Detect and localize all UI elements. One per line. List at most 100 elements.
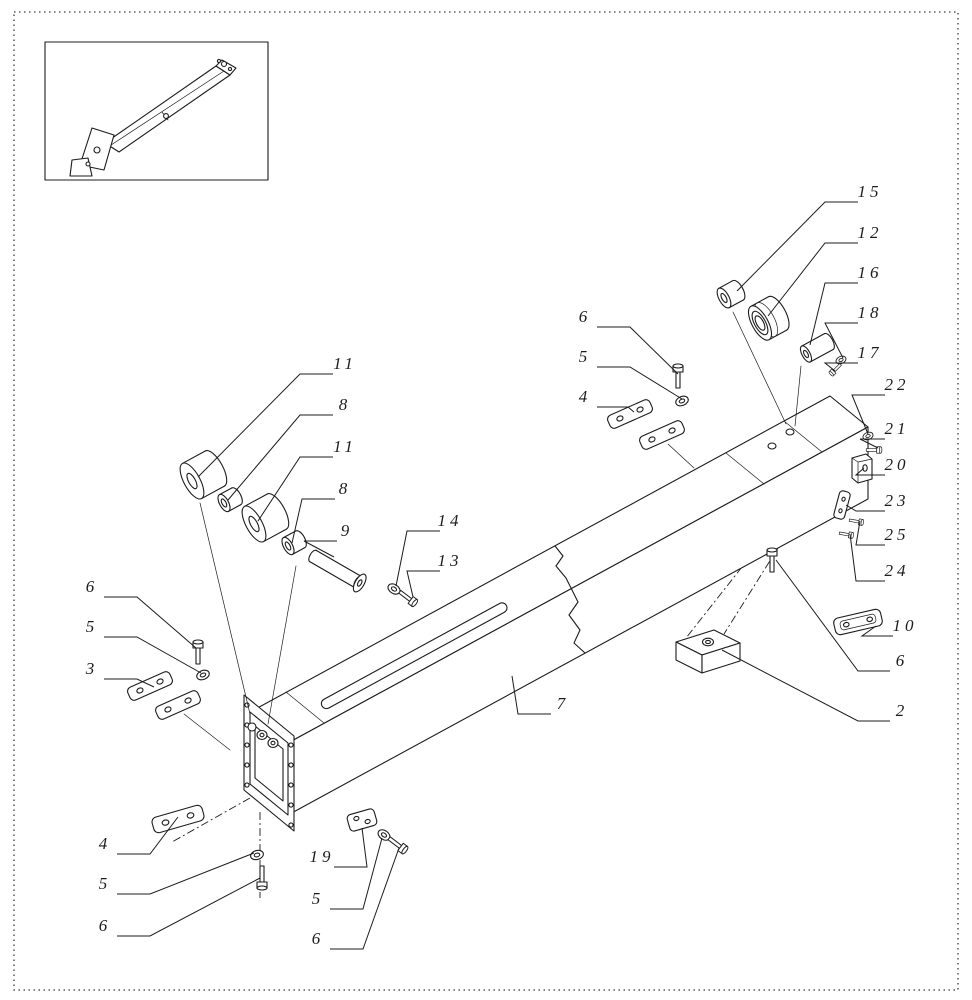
callout-number: 8: [339, 479, 352, 498]
callout-3-26: 3: [85, 659, 155, 688]
callout-6-12: 6: [775, 559, 909, 672]
callout-number: 5: [579, 347, 592, 366]
thumbnail-box: [44, 41, 269, 181]
callout-4-27: 4: [99, 816, 179, 855]
bolt-24: [838, 529, 855, 539]
head-bolt-hole: [767, 442, 777, 450]
callout-15-0: 15: [736, 182, 883, 292]
callout-leader-line: [845, 504, 885, 512]
callout-23-8: 23: [845, 491, 910, 512]
callout-leader-line: [597, 406, 635, 413]
pin-9: [304, 545, 370, 595]
callout-leader-line: [330, 847, 400, 950]
callout-leader-line: [197, 373, 333, 478]
bolt-17: [828, 361, 844, 377]
callout-leader-line: [855, 520, 885, 546]
bracket-20: [851, 453, 873, 484]
callout-10-11: 10: [860, 616, 918, 637]
pad-3-b: [153, 688, 203, 722]
bushing-8-upper: [214, 485, 246, 515]
callout-number: 4: [99, 834, 112, 853]
roller-12: [743, 292, 795, 345]
callout-number: 25: [885, 525, 910, 544]
callout-number: 5: [86, 617, 99, 636]
top-slot: [320, 602, 508, 710]
callout-8-20: 8: [291, 479, 352, 544]
callout-9-21: 9: [303, 521, 354, 558]
callout-leader-line: [104, 678, 155, 688]
callout-number: 6: [86, 577, 99, 596]
callout-14-22: 14: [395, 511, 463, 587]
callout-number: 5: [312, 889, 325, 908]
callout-number: 23: [885, 491, 910, 510]
head-roller-set: [713, 277, 848, 427]
callout-5-31: 5: [312, 837, 383, 910]
callout-number: 10: [893, 616, 918, 635]
callout-number: 22: [885, 375, 910, 394]
bolt-6-bottom-left: [256, 865, 268, 891]
callout-leader-line: [775, 559, 890, 672]
callout-24-10: 24: [849, 533, 910, 582]
callout-13-23: 13: [406, 551, 463, 598]
callout-leader-line: [597, 366, 683, 400]
callout-number: 6: [896, 651, 909, 670]
callout-number: 2: [896, 701, 909, 720]
callout-number: 19: [310, 847, 335, 866]
callout-leader-line: [597, 326, 679, 375]
pad-3-a: [125, 669, 175, 703]
callout-number: 5: [99, 874, 112, 893]
callout-11-17: 11: [197, 354, 353, 478]
callout-6-32: 6: [312, 847, 400, 950]
callout-leader-line: [823, 362, 858, 372]
callout-number: 24: [885, 561, 910, 580]
wear-pads-and-bolts: [125, 363, 884, 891]
callout-11-19: 11: [257, 437, 353, 522]
bolt-25: [848, 516, 865, 526]
callout-leader-line: [854, 467, 885, 476]
callout-leader-line: [824, 322, 858, 359]
callout-5-28: 5: [99, 852, 255, 895]
callout-number: 7: [557, 694, 570, 713]
callout-number: 6: [312, 929, 325, 948]
head-bolt-hole: [785, 428, 795, 436]
callout-12-1: 12: [767, 223, 879, 317]
bolt-6-right: [766, 547, 778, 573]
callout-6-29: 6: [99, 877, 261, 937]
callout-4-16: 4: [579, 387, 635, 413]
pad-10: [832, 607, 884, 637]
callout-leader-line: [721, 649, 890, 722]
callout-number: 13: [438, 551, 463, 570]
callout-leader-line: [736, 201, 858, 292]
callout-leader-line: [104, 596, 197, 649]
bushing-15: [713, 277, 749, 311]
bolt-6-left: [192, 639, 204, 665]
callout-leader-line: [859, 438, 885, 449]
callout-6-24: 6: [86, 577, 197, 649]
callout-7-33: 7: [511, 675, 570, 715]
left-roller-set: [174, 446, 420, 725]
callout-number: 15: [858, 182, 883, 201]
bolt-21: [865, 446, 883, 454]
boom-front-face: [287, 426, 869, 816]
callout-25-9: 25: [855, 520, 910, 546]
plate-23: [833, 490, 851, 520]
callout-18-3: 18: [824, 303, 879, 359]
callout-number: 14: [438, 511, 463, 530]
callout-number: 6: [99, 916, 112, 935]
callout-leader-line: [809, 282, 858, 346]
callout-leader-line: [117, 816, 179, 855]
callout-number: 20: [885, 455, 910, 474]
callout-number: 6: [579, 307, 592, 326]
callout-leader-line: [395, 530, 440, 587]
callout-number: 9: [341, 521, 354, 540]
pad-4-top-b: [637, 418, 687, 452]
callout-5-15: 5: [579, 347, 683, 400]
head-mount-parts: [833, 430, 883, 539]
pin-16: [797, 331, 838, 365]
washer-5-left: [194, 667, 212, 683]
washer-5-bottom-left: [248, 848, 266, 862]
callout-number: 4: [579, 387, 592, 406]
callout-number: 3: [85, 659, 99, 678]
callout-17-4: 17: [823, 343, 879, 372]
